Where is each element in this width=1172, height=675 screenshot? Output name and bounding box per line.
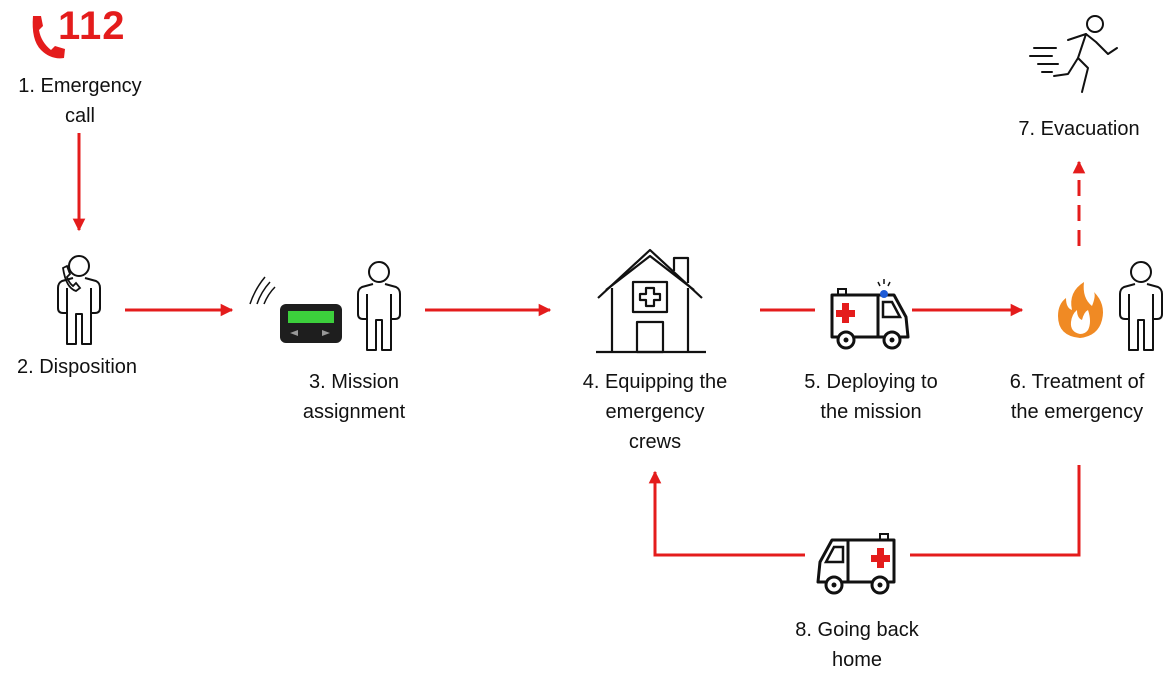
step-7-label: 7. Evacuation <box>1018 118 1140 140</box>
step-4-label: 4. Equipping the emergency crews <box>582 371 728 453</box>
disposition-person-icon <box>57 255 101 345</box>
step-3-label: 3. Mission assignment <box>302 371 406 423</box>
step-6-label: 6. Treatment of the emergency <box>1009 371 1145 423</box>
running-person-icon <box>1029 15 1118 93</box>
step-8-label: 8. Going back home <box>795 619 919 671</box>
emergency-number-112: 112 <box>58 4 126 48</box>
phone-icon <box>32 16 65 59</box>
fire-icon <box>1058 282 1103 338</box>
pager-icon <box>249 276 342 343</box>
return-ambulance-icon <box>816 532 896 595</box>
ambulance-icon <box>830 279 910 350</box>
arrows <box>72 133 1086 557</box>
assignment-person-icon <box>357 261 401 351</box>
handset-icon <box>62 264 82 292</box>
step-2-label: 2. Disposition <box>16 356 138 378</box>
arrow-return-to-equipping <box>648 470 805 557</box>
step-5-label: 5. Deploying to the mission <box>804 371 938 423</box>
treatment-person-icon <box>1119 261 1163 351</box>
arrow-treatment-to-return <box>910 465 1081 557</box>
step-1-label: 1. Emergency call <box>18 75 142 127</box>
medical-station-icon <box>596 248 706 354</box>
